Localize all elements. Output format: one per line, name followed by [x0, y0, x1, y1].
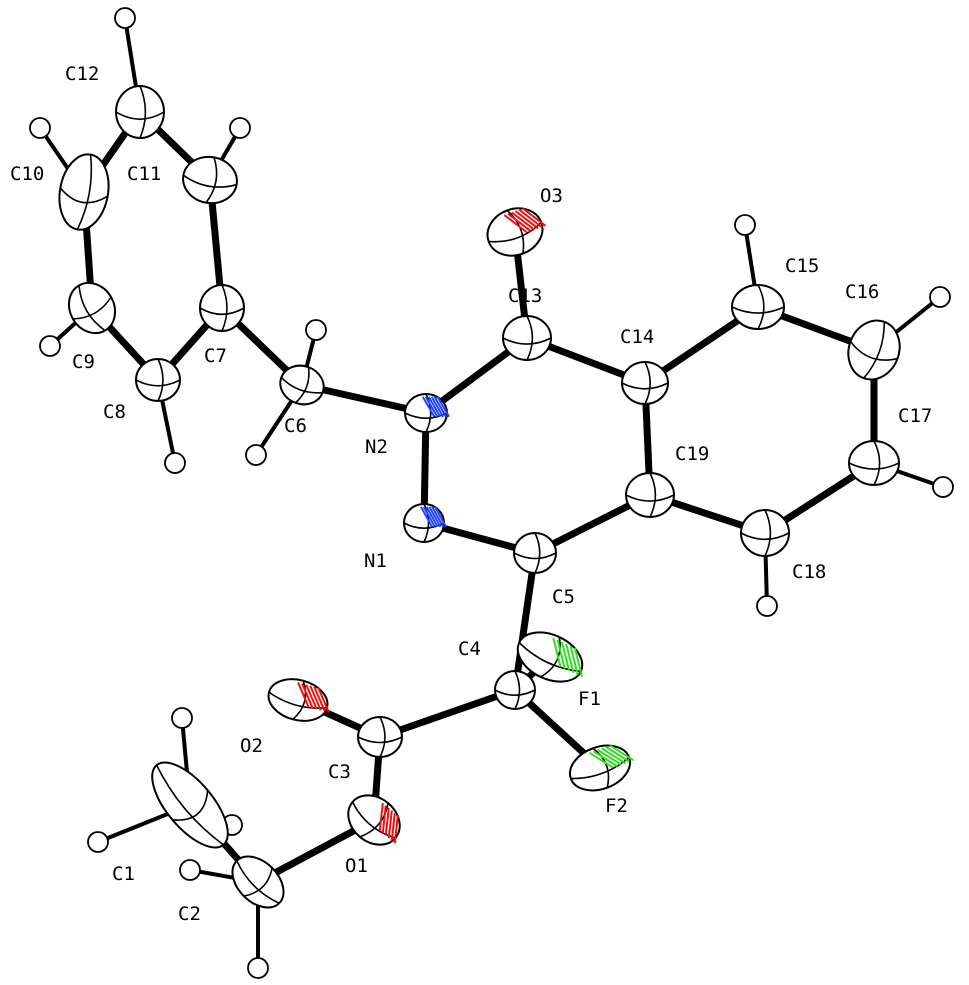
- atom-label-o2: O2: [240, 735, 263, 757]
- atom-f2: [568, 744, 635, 792]
- hydrogen-atom: [756, 595, 778, 617]
- atom-label-c11: C11: [127, 163, 161, 185]
- atom-c3: [357, 716, 403, 758]
- atom-label-c19: C19: [675, 443, 709, 465]
- atom-c12: [115, 85, 165, 139]
- hydrogen-atom: [39, 335, 61, 357]
- atom-c6: [279, 364, 325, 406]
- hydrogen-atom: [114, 7, 136, 29]
- atom-c15: [731, 284, 785, 330]
- hydrogen-atom: [932, 476, 954, 498]
- atom-c2: [231, 855, 285, 909]
- atom-c18: [740, 509, 790, 557]
- hydrogen-atom: [171, 707, 193, 729]
- atom-label-c10: C10: [10, 163, 44, 185]
- atom-label-c14: C14: [620, 326, 654, 348]
- atom-label-c4: C4: [458, 638, 481, 660]
- atom-o1: [347, 794, 401, 846]
- atom-label-c2: C2: [178, 903, 201, 925]
- hydrogen-atom: [245, 444, 267, 466]
- atom-label-c15: C15: [785, 255, 819, 277]
- atom-c14: [621, 361, 669, 405]
- atom-c9: [67, 281, 117, 335]
- atom-f1: [516, 631, 584, 683]
- atom-c8: [135, 358, 181, 402]
- atom-c7: [199, 284, 245, 332]
- hydrogen-atom: [179, 859, 201, 881]
- hydrogen-atom: [164, 452, 186, 474]
- hydrogen-atom: [229, 117, 251, 139]
- atom-label-c17: C17: [898, 405, 932, 427]
- atom-label-f1: F1: [578, 688, 601, 710]
- bond-c3-c4: [376, 686, 519, 741]
- hydrogen-atom: [929, 286, 951, 308]
- atom-label-c1: C1: [112, 863, 135, 885]
- atom-label-f2: F2: [605, 795, 628, 817]
- atom-label-c12: C12: [65, 63, 99, 85]
- atom-c10: [58, 153, 110, 231]
- bond-c4-c5: [511, 549, 539, 694]
- hydrogen-atom: [247, 957, 269, 979]
- atom-c1: [151, 761, 229, 849]
- atom-label-c7: C7: [204, 345, 227, 367]
- atom-n1: [403, 503, 447, 543]
- atom-label-c18: C18: [792, 561, 826, 583]
- hydrogen-atom: [305, 319, 327, 341]
- hydrogen-atom: [734, 214, 756, 236]
- atom-label-c3: C3: [328, 761, 351, 783]
- atom-label-c8: C8: [103, 401, 126, 423]
- atom-label-o1: O1: [345, 855, 368, 877]
- atom-o2: [267, 678, 330, 722]
- atom-label-c9: C9: [72, 351, 95, 373]
- atom-label-n1: N1: [364, 550, 387, 572]
- atom-c5: [513, 532, 557, 574]
- atom-c11: [182, 155, 238, 205]
- hydrogen-atom: [87, 831, 109, 853]
- atom-label-c5: C5: [552, 586, 575, 608]
- atom-label-c13: C13: [508, 285, 542, 307]
- atom-c4: [494, 670, 536, 710]
- atom-n2: [404, 393, 450, 433]
- atom-label-c16: C16: [845, 281, 879, 303]
- atom-label-o3: O3: [540, 185, 563, 207]
- atom-c17: [848, 440, 900, 486]
- atom-c13: [502, 315, 552, 361]
- atom-label-c6: C6: [284, 415, 307, 437]
- atom-c19: [625, 472, 675, 518]
- hydrogen-atom: [29, 117, 51, 139]
- atom-label-n2: N2: [365, 436, 388, 458]
- atom-o3: [486, 207, 547, 257]
- atom-c16: [847, 319, 901, 381]
